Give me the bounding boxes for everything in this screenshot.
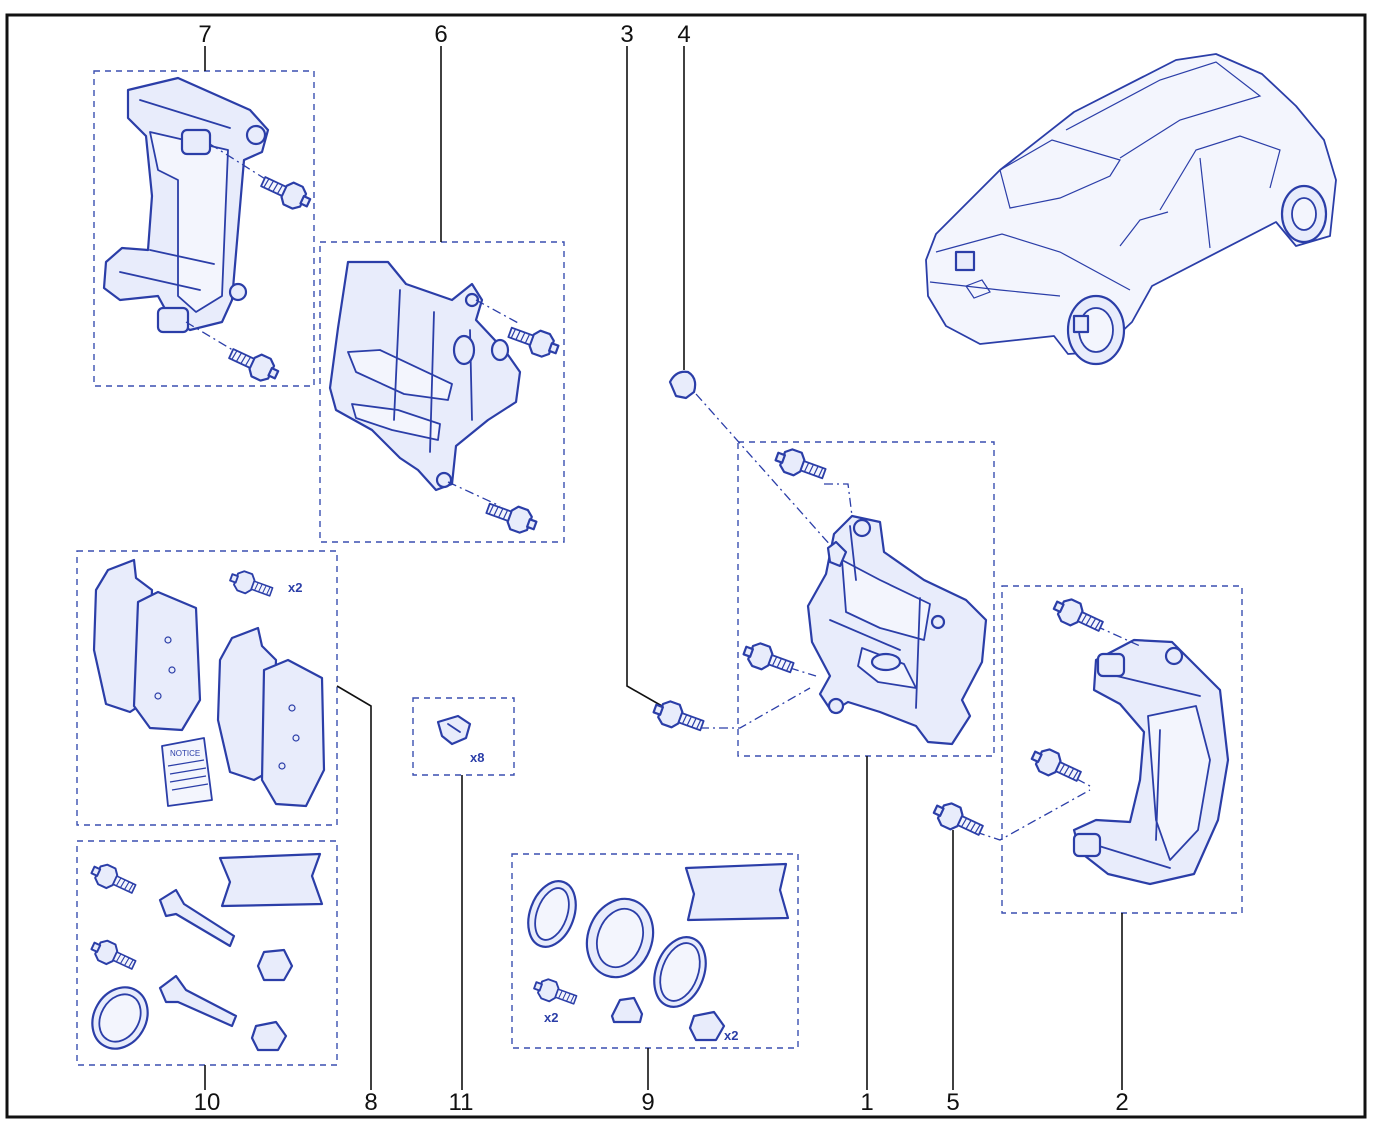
callout-5: 5 [946, 1089, 959, 1116]
callout-3: 3 [620, 21, 633, 48]
callout-6: 6 [434, 21, 447, 48]
bleed-cap-4 [668, 370, 841, 557]
leader-3 [626, 46, 663, 707]
bolt-5 [929, 797, 987, 843]
qty-seal-bushes: x2 [724, 1028, 738, 1043]
car-illustration [925, 53, 1337, 366]
seal-kit-9: x2 x2 [527, 862, 790, 1043]
box-part-7 [93, 70, 315, 387]
qty-pad-screws: x2 [288, 580, 302, 595]
callout-10: 10 [194, 1089, 221, 1116]
guide-bolt-3 [649, 696, 708, 739]
callout-11: 11 [449, 1089, 474, 1116]
caliper-body-6 [328, 260, 563, 538]
guide-pin-kit-10 [87, 852, 324, 1052]
clips-11: x8 [436, 714, 484, 765]
callout-1: 1 [860, 1089, 873, 1116]
brake-pads-kit-8: NOTICE x2 [92, 558, 326, 808]
box-part-6 [319, 241, 565, 543]
callout-8: 8 [364, 1089, 377, 1116]
outer-frame [5, 13, 1367, 1119]
box-part-1 [737, 441, 995, 757]
caliper-bracket-7 [102, 76, 315, 387]
callout-9: 9 [641, 1089, 654, 1116]
box-part-8 [76, 550, 338, 826]
caliper-carrier-2 [975, 593, 1230, 886]
leader-8 [336, 685, 372, 1090]
caliper-assembly-1 [700, 444, 988, 746]
callout-7: 7 [198, 21, 211, 48]
box-part-9 [511, 853, 799, 1049]
callout-2: 2 [1115, 1089, 1128, 1116]
callout-4: 4 [677, 21, 690, 48]
qty-seal-bolts: x2 [544, 1010, 558, 1025]
notice-label: NOTICE [170, 749, 200, 758]
qty-clips: x8 [470, 750, 484, 765]
